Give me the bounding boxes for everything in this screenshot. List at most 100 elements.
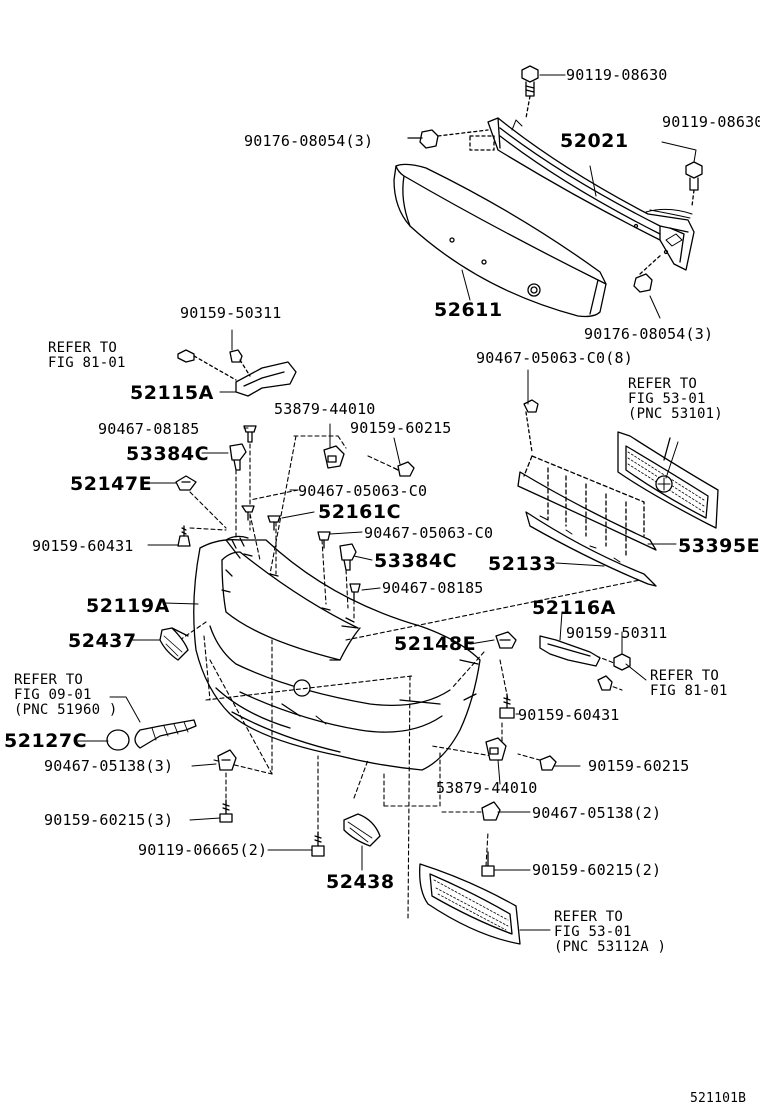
screw-90159-60215-left xyxy=(219,799,233,823)
label-90176-08054-right: 90176-08054(3) xyxy=(584,326,713,342)
label-90159-60215-bottom: 90159-60215(2) xyxy=(532,862,661,878)
label-53384C-center: 53384C xyxy=(374,550,458,572)
label-52115A: 52115A xyxy=(130,382,214,404)
energy-absorber-52611 xyxy=(393,163,607,318)
clip-53384C-left xyxy=(229,443,247,471)
label-52127C: 52127C xyxy=(4,730,88,752)
label-90159-60215-right: 90159-60215 xyxy=(588,757,690,775)
ref-line: REFER TO xyxy=(14,672,84,688)
label-leaders xyxy=(77,74,697,931)
screw-90159-60215-right xyxy=(539,755,557,771)
screw-90159-60431-right xyxy=(499,693,515,719)
label-53879-44010-top: 53879-44010 xyxy=(274,400,376,418)
part-number: 90467-05063-C0 xyxy=(476,349,606,367)
label-52116A: 52116A xyxy=(532,597,616,619)
cover-52438 xyxy=(343,813,381,847)
part-number: 90119-06665 xyxy=(138,841,240,859)
label-90119-08630-right: 90119-08630 xyxy=(662,113,760,131)
quantity: (2) xyxy=(633,804,662,822)
bolt-top-90119 xyxy=(521,65,539,119)
ref-line: FIG 81-01 xyxy=(650,683,728,699)
quantity: (8) xyxy=(605,349,633,367)
label-90159-60215-left: 90159-60215(3) xyxy=(44,812,173,828)
label-90176-08054-left: 90176-08054(3) xyxy=(244,133,373,149)
quantity: (3) xyxy=(145,811,174,829)
ref-line: REFER TO xyxy=(650,668,720,684)
label-52611: 52611 xyxy=(434,299,503,321)
label-90467-05138-right: 90467-05138(2) xyxy=(532,805,661,821)
ref-line: REFER TO xyxy=(48,340,118,356)
ref-fig-09-01: REFER TO FIG 09-01 (PNC 51960 ) xyxy=(14,673,118,718)
label-90467-05063-C0-qty8: 90467-05063-C0(8) xyxy=(476,350,633,366)
ref-fig-81-01-right: REFER TO FIG 81-01 xyxy=(650,669,728,699)
label-53879-44010-right: 53879-44010 xyxy=(436,779,538,797)
clip-53879-44010-right xyxy=(485,737,507,761)
ref-fig-53-01-top: REFER TO FIG 53-01 (PNC 53101) xyxy=(628,377,723,422)
quantity: (3) xyxy=(345,132,374,150)
cover-52437 xyxy=(159,627,189,661)
label-90159-60431-left: 90159-60431 xyxy=(32,537,134,555)
label-53384C-left: 53384C xyxy=(126,443,210,465)
clip-53384C-center xyxy=(339,543,357,571)
label-90467-08185-left: 90467-08185 xyxy=(98,420,200,438)
ref-line: REFER TO xyxy=(554,909,624,925)
quantity: (3) xyxy=(685,325,714,343)
ref-line: (PNC 53101) xyxy=(628,406,723,422)
tow-hook-cover-52127C xyxy=(106,729,130,751)
label-52119A: 52119A xyxy=(86,595,170,617)
bolt-90119-06665 xyxy=(311,831,325,857)
label-52161C: 52161C xyxy=(318,501,402,523)
nut-right-90176 xyxy=(633,253,663,293)
label-52133: 52133 xyxy=(488,553,557,575)
ref-line: FIG 53-01 xyxy=(554,924,632,940)
ref-line: FIG 53-01 xyxy=(628,391,706,407)
bumper-cover-52119A xyxy=(193,535,481,771)
screw-90159-60215-bottom xyxy=(481,851,495,877)
label-52437: 52437 xyxy=(68,630,137,652)
bolt-right-90119 xyxy=(685,161,703,207)
retainer-52147E xyxy=(175,475,197,491)
label-90467-05063-C0-a: 90467-05063-C0 xyxy=(298,482,428,500)
label-90159-50311-left: 90159-50311 xyxy=(180,304,282,322)
nut-left-90176 xyxy=(407,129,489,149)
quantity: (3) xyxy=(145,757,174,775)
label-90119-08630-top: 90119-08630 xyxy=(566,66,668,84)
tow-hook xyxy=(134,719,197,749)
part-number: 90159-60215 xyxy=(44,811,146,829)
label-52438: 52438 xyxy=(326,871,395,893)
label-90159-60215-top: 90159-60215 xyxy=(350,419,452,437)
part-number: 90176-08054 xyxy=(584,325,686,343)
label-90159-60431-right: 90159-60431 xyxy=(518,706,620,724)
label-90467-05063-C0-b: 90467-05063-C0 xyxy=(364,524,494,542)
radiator-grille-53101 xyxy=(617,431,719,529)
bracket-52116A xyxy=(539,635,631,691)
label-90467-05138-left: 90467-05138(3) xyxy=(44,758,173,774)
part-number: 90176-08054 xyxy=(244,132,346,150)
part-number: 90467-05138 xyxy=(532,804,634,822)
ref-line: FIG 81-01 xyxy=(48,355,126,371)
screw-90159-60215-top xyxy=(393,461,415,477)
label-53395E: 53395E xyxy=(678,535,760,557)
screw-90159-60431-left xyxy=(177,525,191,547)
clip-90467-05138-right xyxy=(481,801,501,821)
clip-90467-05138-left xyxy=(217,749,237,771)
label-90159-50311-right: 90159-50311 xyxy=(566,624,668,642)
lower-grille-53112A xyxy=(419,863,521,945)
part-number: 90159-60215 xyxy=(532,861,634,879)
label-90119-06665: 90119-06665(2) xyxy=(138,842,267,858)
molding-52133 xyxy=(517,399,657,587)
ref-line: FIG 09-01 xyxy=(14,687,92,703)
fastener-90467-05063-a xyxy=(241,505,281,531)
ref-line: (PNC 53112A ) xyxy=(554,939,667,955)
label-90467-08185-center: 90467-08185 xyxy=(382,579,484,597)
label-52147E: 52147E xyxy=(70,473,153,495)
fastener-90467-05063-b xyxy=(317,531,331,549)
clip-53879-44010 xyxy=(323,445,345,469)
bumper-reinforcement-52021 xyxy=(469,117,695,271)
bracket-52115A xyxy=(177,349,297,397)
part-number: 90467-05138 xyxy=(44,757,146,775)
retainer-52148E xyxy=(495,631,517,649)
ref-line: (PNC 51960 ) xyxy=(14,702,118,718)
